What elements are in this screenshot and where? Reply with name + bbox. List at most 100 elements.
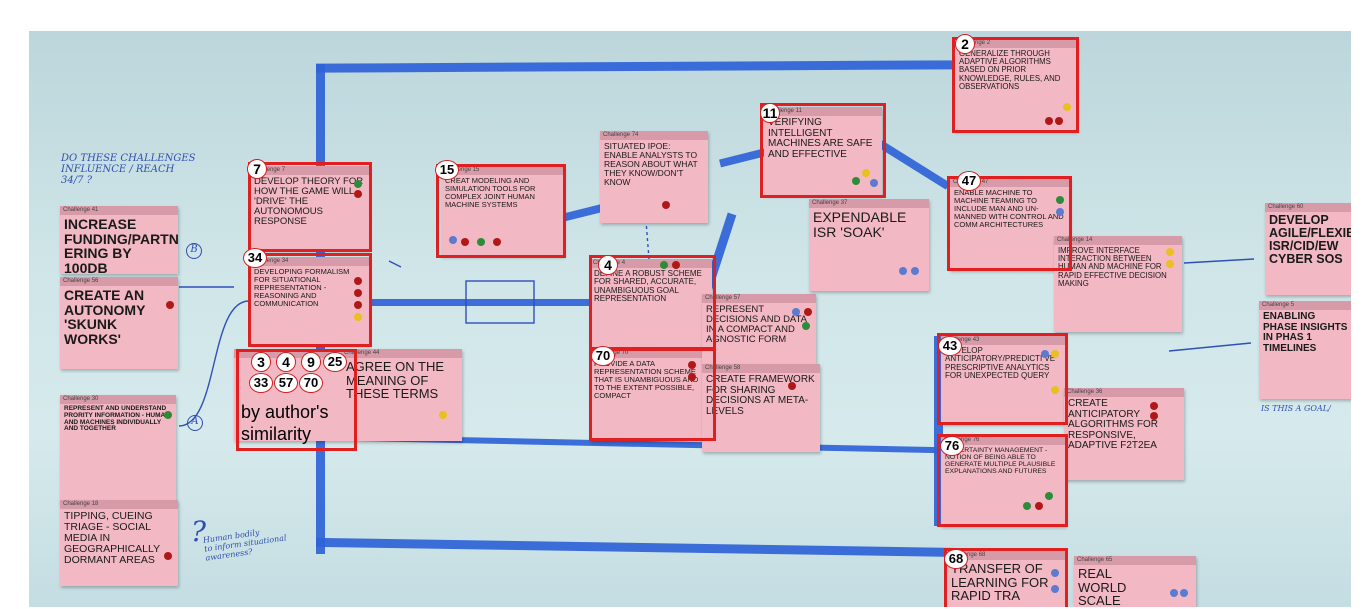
overlay-text-line-1: by author's	[241, 402, 329, 422]
highlight-box-2	[952, 37, 1079, 133]
note-header: Challenge 56	[60, 277, 178, 286]
dot-red	[804, 308, 812, 316]
note-text: SITUATED IPOE: ENABLE ANALYSTS TO REASON…	[604, 141, 698, 187]
badge-11: 11	[760, 103, 780, 123]
dot-yellow	[439, 411, 447, 419]
note-text: TIPPING, CUEING TRIAGE - SOCIAL MEDIA IN…	[64, 510, 160, 567]
dot-red	[672, 261, 680, 269]
note-challenge-5: Challenge 5 ENABLING PHASE INSIGHTS IN P…	[1259, 301, 1351, 399]
dot-red	[688, 373, 696, 381]
note-challenge-44: Challenge 44 AGREE ON THE MEANING OF THE…	[234, 349, 462, 441]
highlight-box-70	[589, 348, 716, 441]
overlay-text-line-2: similarity	[241, 424, 311, 444]
dot-green	[1023, 502, 1031, 510]
handwriting-right-goal: IS THIS A GOAL/	[1261, 404, 1331, 413]
note-header: Challenge 7	[250, 166, 369, 175]
highlight-box-group	[236, 349, 357, 451]
note-text: ENABLING PHASE INSIGHTS IN PHAS 1 TIMELI…	[1263, 311, 1348, 354]
whiteboard-photo: DO THESE CHALLENGES INFLUENCE / REACH 34…	[29, 31, 1351, 607]
note-challenge-15: Challenge 15 CREAT MODELING AND SIMULATI…	[441, 166, 564, 256]
badge-47: 47	[957, 171, 981, 191]
note-text: DEVELOP AGILE/FLEXIB ISR/CID/EW CYBER SO…	[1269, 213, 1351, 267]
dot-blue	[1051, 585, 1059, 593]
note-text: REAL WORLD SCALE	[1078, 566, 1127, 607]
note-text: DEVELOP ANTICIPATORY/PREDICTI VE PRESCRI…	[945, 346, 1056, 381]
group-badge-33: 33	[249, 373, 273, 393]
dot-green	[802, 322, 810, 330]
badge-76: 76	[940, 436, 964, 456]
note-challenge-41: Challenge 41 INCREASE FUNDING/PARTN ERIN…	[60, 206, 178, 274]
note-text: CREATE FRAMEWORK FOR SHARING DECISIONS A…	[706, 374, 815, 417]
note-header: Challenge 30	[60, 395, 176, 404]
badge-34: 34	[243, 248, 267, 268]
dot-red	[1150, 412, 1158, 420]
dot-blue	[899, 267, 907, 275]
note-header: Challenge 37	[809, 199, 929, 208]
note-text: REPRESENT DECISIONS AND DATA IN A COMPAC…	[706, 304, 807, 345]
badge-2: 2	[955, 34, 975, 54]
note-challenge-58: Challenge 58 CREATE FRAMEWORK FOR SHARIN…	[702, 364, 820, 452]
dot-blue	[792, 308, 800, 316]
note-challenge-60: Challenge 60 DEVELOP AGILE/FLEXIB ISR/CI…	[1265, 203, 1351, 295]
dot-green	[477, 238, 485, 246]
dot-green	[660, 261, 668, 269]
dot-red	[1055, 117, 1063, 125]
dot-blue	[1180, 589, 1188, 597]
arrow-small	[388, 260, 402, 268]
group-badge-9: 9	[301, 352, 321, 372]
note-text: DEVELOP THEORY FOR HOW THE GAME WILL 'DR…	[254, 176, 364, 227]
note-header: Challenge 65	[1074, 556, 1196, 565]
note-text: CREAT MODELING AND SIMULATION TOOLS FOR …	[445, 176, 536, 209]
dot-red	[354, 289, 362, 297]
group-badge-3: 3	[251, 352, 271, 372]
note-text: DEVELOPING FORMALISM FOR SITUATIONAL REP…	[254, 267, 350, 308]
dot-green	[164, 411, 172, 419]
note-challenge-70: Challenge 70 PROVIDE A DATA REPRESENTATI…	[590, 349, 712, 441]
dot-yellow	[1166, 248, 1174, 256]
note-header: Challenge 60	[1265, 203, 1351, 212]
badge-70: 70	[591, 346, 615, 366]
group-badge-70: 70	[299, 373, 323, 393]
note-text: ENABLE MACHINE TO MACHINE TEAMING TO INC…	[954, 188, 1064, 229]
note-challenge-14: Challenge 14 IMPROVE INTERFACE INTERACTI…	[1054, 236, 1182, 332]
dot-blue	[870, 179, 878, 187]
handwriting-circle-a: A	[187, 415, 203, 431]
group-badge-4: 4	[276, 352, 296, 372]
note-header: Challenge 44	[234, 349, 462, 358]
dot-red	[164, 552, 172, 560]
note-text: EXPENDABLE ISR 'SOAK'	[813, 209, 907, 240]
dot-green	[852, 177, 860, 185]
badge-68: 68	[944, 549, 968, 569]
dot-blue	[1051, 569, 1059, 577]
dot-blue	[1170, 589, 1178, 597]
note-challenge-11: Challenge 11 VERIFYING INTELLIGENT MACHI…	[764, 107, 882, 195]
dot-yellow	[1063, 103, 1071, 111]
dot-red	[662, 201, 670, 209]
dot-red	[1150, 402, 1158, 410]
dot-green	[1045, 492, 1053, 500]
badge-7: 7	[247, 159, 267, 179]
note-challenge-30: Challenge 30 REPRESENT AND UNDERSTAND PR…	[60, 395, 176, 503]
dot-yellow	[862, 169, 870, 177]
sketch-box	[465, 280, 535, 324]
dot-red	[354, 277, 362, 285]
dot-yellow	[1166, 260, 1174, 268]
handwriting-question-mark: ?	[191, 515, 207, 548]
note-header: Challenge 34	[250, 257, 369, 266]
dot-yellow	[1051, 350, 1059, 358]
badge-43: 43	[938, 336, 962, 356]
dashed-arrow	[645, 220, 650, 260]
highlight-box-68	[944, 548, 1068, 607]
dot-red	[166, 301, 174, 309]
note-challenge-37: Challenge 37 EXPENDABLE ISR 'SOAK'	[809, 199, 929, 291]
tape-right-vertical	[934, 336, 943, 526]
note-challenge-36: Challenge 36 CREATE ANTICIPATORY ALGORIT…	[1064, 388, 1184, 480]
note-text: UNCERTAINTY MANAGEMENT - NOTION OF BEING…	[945, 447, 1056, 476]
dot-blue	[449, 236, 457, 244]
note-header: Challenge 5	[1259, 301, 1351, 310]
handwriting-question-top: DO THESE CHALLENGES INFLUENCE / REACH 34…	[61, 153, 196, 186]
note-challenge-56: Challenge 56 CREATE AN AUTONOMY 'SKUNK W…	[60, 277, 178, 369]
note-header: Challenge 41	[60, 206, 178, 215]
note-text: IMPROVE INTERFACE INTERACTION BETWEEN HU…	[1058, 246, 1167, 288]
